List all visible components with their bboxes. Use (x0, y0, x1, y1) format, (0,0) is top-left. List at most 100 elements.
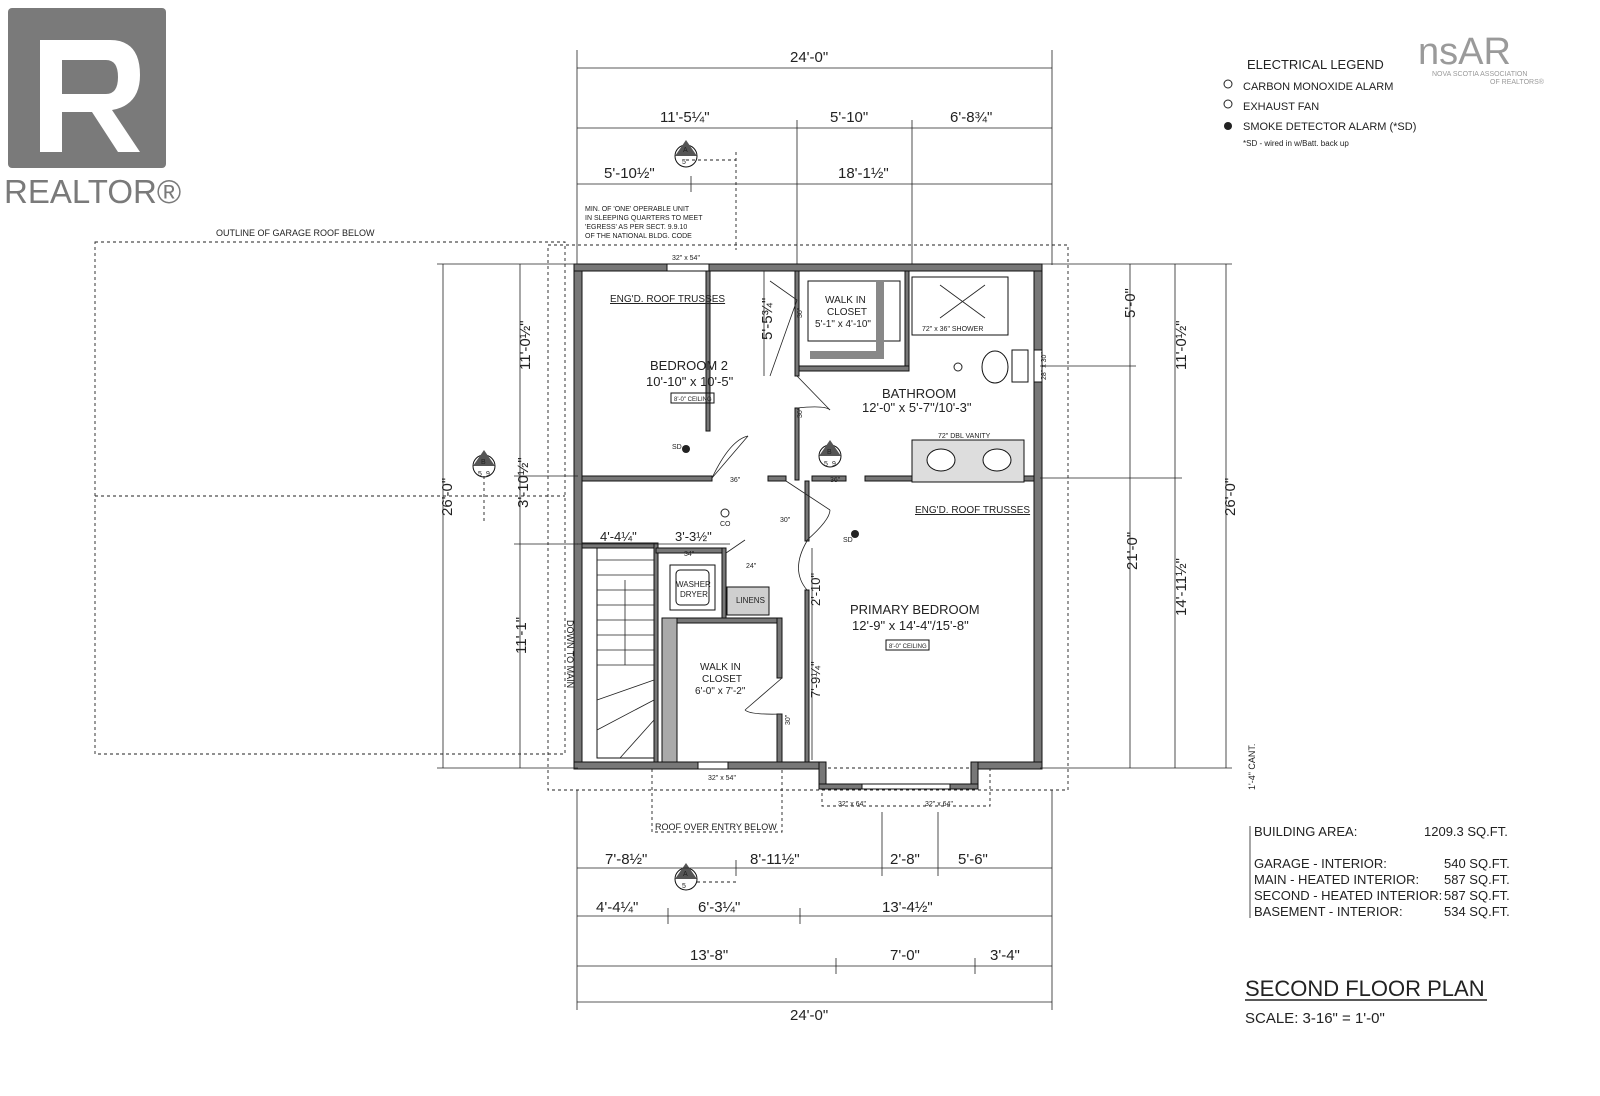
dim-right-d: 14'-11½" (1173, 558, 1190, 616)
bedroom2-size: 10'-10" x 10'-5" (646, 374, 734, 389)
area-value-4: 534 SQ.FT. (1444, 904, 1510, 919)
entry-roof-outline (651, 767, 783, 833)
dim-left-a: 11'-0½" (517, 320, 534, 370)
washer-label: WASHER (676, 580, 711, 589)
svg-text:B: B (481, 459, 486, 466)
dim-right-c: 21'-0" (1124, 532, 1141, 570)
svg-text:SD: SD (843, 537, 853, 544)
svg-text:36": 36" (730, 477, 741, 484)
exhaust-fan-marker (953, 362, 963, 372)
bottom-dimensions: 7'-8½" 8'-11½" 2'-8" 5'-6" 4'-4¼" 6'-3¼"… (576, 790, 1053, 1024)
co-alarm-hall (720, 508, 730, 518)
dim-inner-e: 7'-9¼" (808, 661, 823, 698)
left-dimensions: 26'-0" 11'-0½" 3'-10½" 11'-1" (437, 263, 578, 769)
primary-name: PRIMARY BEDROOM (850, 602, 980, 617)
title-block: SECOND FLOOR PLAN SCALE: 3-16" = 1'-0" (1245, 976, 1487, 1027)
area-value-3: 587 SQ.FT. (1444, 888, 1510, 903)
window-bay2-label: 32" x 64" (925, 801, 953, 808)
svg-text:30": 30" (785, 714, 792, 725)
window-bay1-label: 32" x 64" (838, 801, 866, 808)
egress-note: MIN. OF 'ONE' OPERABLE UNIT IN SLEEPING … (585, 206, 703, 240)
dim-bottom1-3: 2'-8" (890, 851, 920, 868)
bathroom-size: 12'-0" x 5'-7"/10'-3" (862, 400, 972, 415)
legend-item-fan: EXHAUST FAN (1243, 101, 1319, 113)
area-label-4: BASEMENT - INTERIOR: (1254, 904, 1403, 919)
dim-inner-a: 5'-5¾" (759, 298, 776, 340)
wic-top-size: 5'-1" x 4'-10" (815, 319, 871, 330)
smoke-detector-icon (1224, 122, 1232, 130)
svg-text:9: 9 (486, 471, 490, 478)
top-dimensions: 24'-0" 11'-5¼" 5'-10" 6'-8¾" 5'-10½" 18'… (576, 49, 1053, 265)
room-labels: ENG'D. ROOF TRUSSES BEDROOM 2 10'-10" x … (610, 294, 1030, 697)
trusses-label-2: ENG'D. ROOF TRUSSES (915, 505, 1030, 516)
svg-text:SD: SD (672, 444, 682, 451)
door-labels: 36" 24" 34" 30" 36" 36" 36" 30" (684, 307, 841, 725)
co-alarm-icon (1223, 79, 1233, 89)
area-value-1: 540 SQ.FT. (1444, 856, 1510, 871)
primary-ceiling: 8'-0" CEILING (889, 644, 927, 650)
dim-top2-2: 18'-1½" (838, 165, 889, 182)
electrical-legend: ELECTRICAL LEGEND CARBON MONOXIDE ALARM … (1223, 57, 1416, 148)
nsar-wordmark: nsAR (1418, 31, 1511, 73)
dim-bottom1-2: 8'-11½" (750, 851, 800, 868)
area-label-3: SECOND - HEATED INTERIOR: (1254, 888, 1442, 903)
roof-outline (547, 244, 1069, 791)
legend-title: ELECTRICAL LEGEND (1247, 57, 1384, 72)
exhaust-fan-icon (1223, 99, 1233, 109)
dim-right-overall: 26'-0" (1222, 478, 1239, 516)
dim-bottom3-3: 3'-4" (990, 947, 1020, 964)
dim-left-c: 11'-1" (513, 617, 530, 654)
nsar-logo: nsAR NOVA SCOTIA ASSOCIATION OF REALTORS… (1418, 31, 1545, 86)
dim-inner-d: 2'-10" (808, 572, 823, 606)
svg-text:9: 9 (832, 461, 836, 468)
dim-right-b: 11'-0½" (1173, 320, 1190, 370)
stairs-label: DOWN TO MAIN (565, 620, 575, 688)
realtor-wordmark: REALTOR® (4, 173, 181, 210)
dim-left-b: 3'-10½" (515, 457, 532, 508)
smoke-detector-primary (851, 530, 859, 538)
legend-note: *SD - wired in w/Batt. back up (1243, 139, 1349, 148)
section-markers: A 5 B 5 9 B 5 9 A 5 (472, 140, 842, 891)
realtor-logo: REALTOR® (4, 8, 181, 210)
vanity-label: 72" DBL VANITY (938, 433, 991, 440)
dim-bottom3-2: 7'-0" (890, 947, 920, 964)
trusses-label-1: ENG'D. ROOF TRUSSES (610, 294, 725, 305)
window-bottom-label: 32" x 54" (708, 775, 736, 782)
svg-text:'EGRESS' AS PER SECT. 9.9.10: 'EGRESS' AS PER SECT. 9.9.10 (585, 224, 687, 231)
garage-roof-outline: OUTLINE OF GARAGE ROOF BELOW (94, 228, 566, 755)
area-value-0: 1209.3 SQ.FT. (1424, 824, 1508, 839)
alarm-markers: SD SD CO (672, 444, 859, 544)
inner-dimensions: 5'-5¾" 4'-4¼" 3'-3½" 2'-10" 7'-9¼" (577, 271, 823, 760)
area-label-2: MAIN - HEATED INTERIOR: (1254, 872, 1419, 887)
svg-text:30": 30" (780, 517, 791, 524)
dim-inner-b: 4'-4¼" (600, 529, 637, 544)
dim-inner-c: 3'-3½" (675, 529, 712, 544)
svg-text:5: 5 (682, 883, 686, 890)
plan-title: SECOND FLOOR PLAN (1245, 976, 1485, 1001)
plan-scale: SCALE: 3-16" = 1'-0" (1245, 1010, 1385, 1027)
svg-text:A: A (683, 871, 688, 878)
svg-text:36": 36" (830, 477, 841, 484)
nsar-sub1: NOVA SCOTIA ASSOCIATION (1432, 71, 1527, 78)
wic-top-name: WALK IN (825, 295, 866, 306)
stairs: DOWN TO MAIN (565, 547, 655, 759)
svg-text:5: 5 (682, 159, 686, 166)
dim-top-1: 11'-5¼" (660, 109, 710, 126)
svg-text:OF THE NATIONAL BLDG. CODE: OF THE NATIONAL BLDG. CODE (585, 233, 692, 240)
wic-bottom-size: 6'-0" x 7'-2" (695, 686, 746, 697)
legend-item-sd: SMOKE DETECTOR ALARM (*SD) (1243, 121, 1416, 133)
svg-text:24": 24" (746, 563, 757, 570)
svg-text:36": 36" (797, 407, 804, 418)
dryer-label: DRYER (680, 590, 708, 599)
dim-bottom2-3: 13'-4½" (882, 899, 933, 916)
door-swings (711, 280, 831, 715)
area-label-0: BUILDING AREA: (1254, 824, 1357, 839)
area-table: BUILDING AREA: 1209.3 SQ.FT. GARAGE - IN… (1249, 824, 1510, 919)
legend-item-co: CARBON MONOXIDE ALARM (1243, 81, 1393, 93)
exterior-walls (573, 263, 1043, 790)
svg-text:5: 5 (478, 471, 482, 478)
shower-label: 72" x 36" SHOWER (922, 326, 983, 333)
dim-right-cant: 1'-4" CANT. (1247, 744, 1257, 790)
note-garage-roof: OUTLINE OF GARAGE ROOF BELOW (216, 228, 375, 238)
